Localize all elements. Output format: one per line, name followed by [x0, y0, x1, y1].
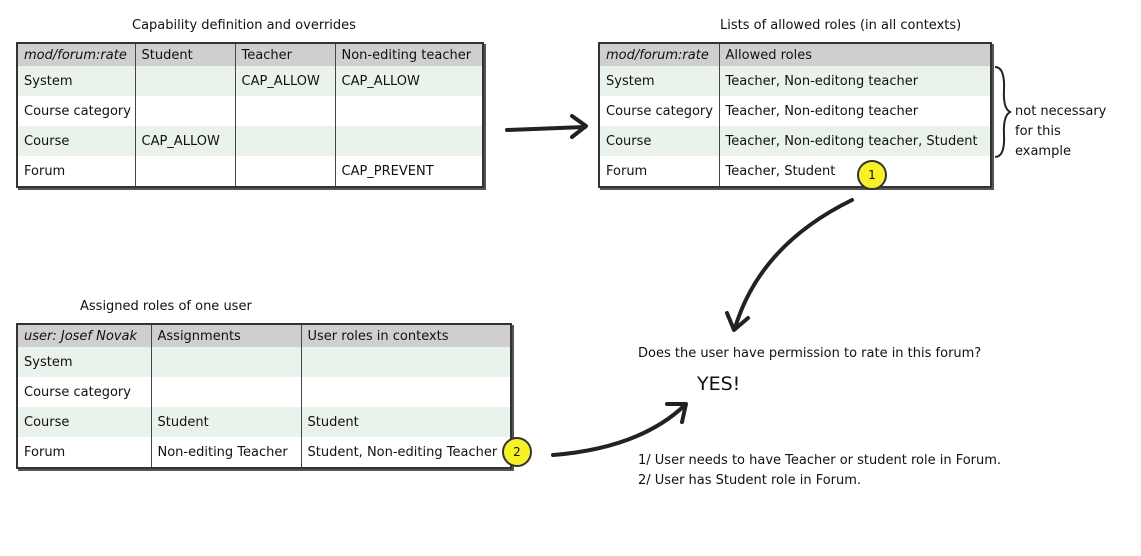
table-cell: System: [16, 347, 151, 377]
table-cell: CAP_PREVENT: [334, 156, 483, 187]
table-header-cell: Assignments: [150, 324, 301, 347]
table-cell: [334, 96, 483, 126]
table-cell: [150, 377, 301, 407]
table-cell: [234, 156, 335, 187]
brace-note-line: for this: [1015, 124, 1061, 139]
capability-caption: Capability definition and overrides: [132, 18, 356, 33]
table-cell: Teacher, Student: [718, 156, 991, 187]
table-row: Forum Non-editing Teacher Student, Non-e…: [16, 437, 511, 468]
table-cell: Student: [150, 407, 301, 437]
table-row: Course Student Student: [16, 407, 511, 437]
table-header-row: mod/forum:rate Student Teacher Non-editi…: [16, 43, 483, 66]
explanation-list: 1/ User needs to have Teacher or student…: [638, 451, 1001, 491]
table-cell: [300, 377, 511, 407]
table-row: System: [16, 347, 511, 377]
table-cell: [234, 126, 335, 156]
table-header-cell: mod/forum:rate: [16, 43, 135, 66]
table-row: Forum Teacher, Student: [598, 156, 991, 187]
allowed-caption: Lists of allowed roles (in all contexts): [720, 18, 962, 33]
table-cell: Course: [598, 126, 719, 156]
table-cell: [334, 126, 483, 156]
table-row: System Teacher, Non-editong teacher: [598, 66, 991, 96]
table-cell: Teacher, Non-editong teacher, Student: [718, 126, 991, 156]
table-cell: [134, 156, 235, 187]
assigned-roles-table: user: Josef Novak Assignments User roles…: [16, 323, 512, 469]
table-row: Course category: [16, 96, 483, 126]
table-cell: CAP_ALLOW: [234, 66, 335, 96]
explanation-line: 2/ User has Student role in Forum.: [638, 473, 862, 488]
brace-note-line: example: [1015, 144, 1071, 159]
table-cell: Course category: [16, 96, 135, 126]
right-arrow-shaft: [505, 125, 587, 132]
table-header-row: mod/forum:rate Allowed roles: [598, 43, 991, 66]
table-cell: Forum: [16, 156, 135, 187]
table-cell: Course: [16, 407, 151, 437]
curved-arrow-up-head: [665, 402, 688, 424]
brace-note-line: not necessary: [1015, 104, 1107, 119]
table-row: Course category Teacher, Non-editong tea…: [598, 96, 991, 126]
table-cell: [234, 96, 335, 126]
table-cell: [300, 347, 511, 377]
table-header-cell: Non-editing teacher: [334, 43, 483, 66]
question-text: Does the user have permission to rate in…: [638, 346, 982, 361]
table-header-cell: user: Josef Novak: [16, 324, 151, 347]
step-badge-1: 1: [857, 160, 887, 190]
table-header-cell: mod/forum:rate: [598, 43, 719, 66]
table-cell: Teacher, Non-editong teacher: [718, 66, 991, 96]
table-cell: [134, 96, 235, 126]
table-header-row: user: Josef Novak Assignments User roles…: [16, 324, 511, 347]
explanation-line: 1/ User needs to have Teacher or student…: [638, 453, 1002, 468]
table-cell: Non-editing Teacher: [150, 437, 301, 468]
table-cell: [150, 347, 301, 377]
table-cell: Course: [16, 126, 135, 156]
table-cell: [134, 66, 235, 96]
table-cell: Student: [300, 407, 511, 437]
brace-note: not necessary for this example: [1015, 102, 1106, 162]
table-header-cell: Student: [134, 43, 235, 66]
table-cell: CAP_ALLOW: [334, 66, 483, 96]
table-header-cell: Teacher: [234, 43, 335, 66]
table-cell: Course category: [16, 377, 151, 407]
table-header-cell: User roles in contexts: [300, 324, 511, 347]
allowed-roles-table: mod/forum:rate Allowed roles System Teac…: [598, 42, 992, 188]
table-row: Forum CAP_PREVENT: [16, 156, 483, 187]
table-row: Course category: [16, 377, 511, 407]
table-cell: System: [598, 66, 719, 96]
table-row: Course CAP_ALLOW: [16, 126, 483, 156]
curly-brace: [994, 66, 1013, 158]
table-cell: Forum: [598, 156, 719, 187]
table-cell: Forum: [16, 437, 151, 468]
table-row: System CAP_ALLOW CAP_ALLOW: [16, 66, 483, 96]
curved-arrow-down-head: [725, 311, 750, 332]
table-cell: Student, Non-editing Teacher: [300, 437, 511, 468]
table-cell: CAP_ALLOW: [134, 126, 235, 156]
table-row: Course Teacher, Non-editong teacher, Stu…: [598, 126, 991, 156]
table-cell: System: [16, 66, 135, 96]
table-header-cell: Allowed roles: [718, 43, 991, 66]
table-cell: Teacher, Non-editong teacher: [718, 96, 991, 126]
capability-table: mod/forum:rate Student Teacher Non-editi…: [16, 42, 484, 188]
curved-arrow-up: [551, 403, 687, 457]
curved-arrow-down: [733, 198, 854, 330]
answer-text: YES!: [697, 373, 741, 395]
table-cell: Course category: [598, 96, 719, 126]
step-badge-2: 2: [502, 437, 532, 467]
right-arrow-head: [570, 114, 588, 139]
assigned-caption: Assigned roles of one user: [80, 299, 252, 314]
